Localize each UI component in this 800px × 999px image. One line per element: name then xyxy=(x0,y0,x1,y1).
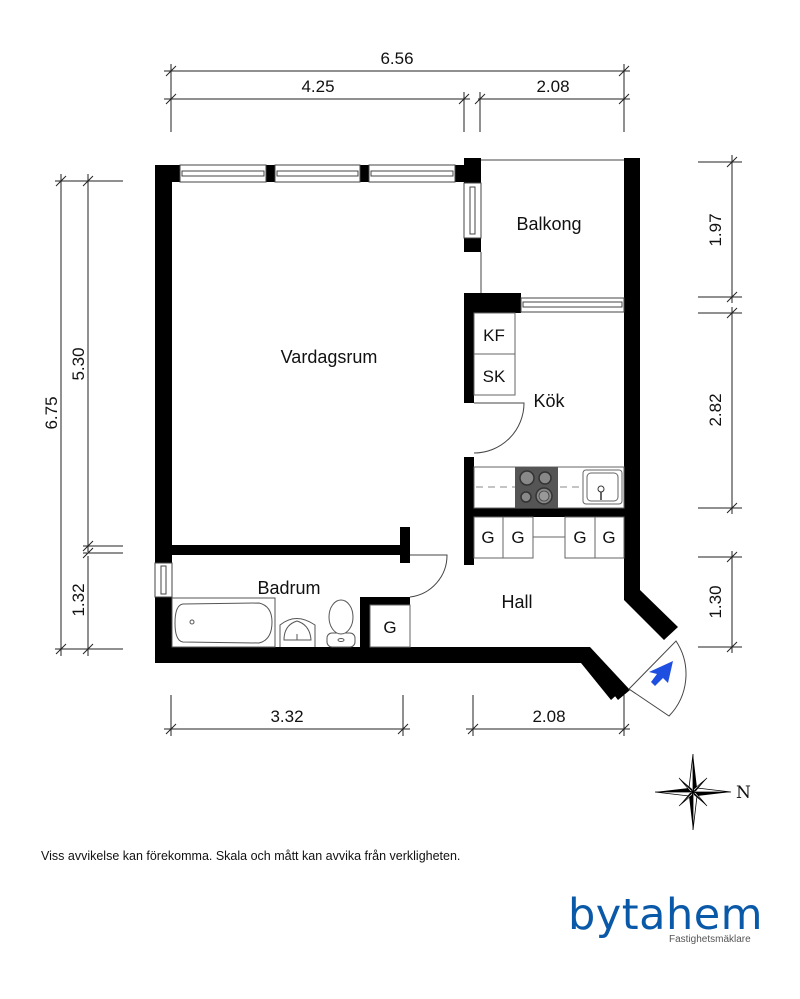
fridge-freezer xyxy=(473,312,516,355)
dim-top-total: 6.56 xyxy=(380,49,413,68)
dim-bottom-right: 2.08 xyxy=(532,707,565,726)
label-wardrobe-4: G xyxy=(602,528,615,547)
label-wardrobe-5: G xyxy=(383,618,396,637)
dim-bottom-left: 3.32 xyxy=(270,707,303,726)
room-label-living-room: Vardagsrum xyxy=(281,347,378,367)
walls xyxy=(155,158,640,663)
label-kf: KF xyxy=(483,326,505,345)
disclaimer-text: Viss avvikelse kan förekomma. Skala och … xyxy=(41,849,461,863)
dim-left-total: 6.75 xyxy=(42,396,61,429)
dim-right-middle: 2.82 xyxy=(706,393,725,426)
room-label-bathroom: Badrum xyxy=(257,578,320,598)
dimension-right xyxy=(698,155,742,653)
wardrobes xyxy=(369,516,625,648)
brand-logo: bytahem Fastighetsmäklare xyxy=(568,890,768,945)
windows xyxy=(154,164,625,598)
room-label-balcony: Balkong xyxy=(516,214,581,234)
bathroom-door xyxy=(409,554,448,598)
compass-north-label: N xyxy=(736,783,751,803)
wall-angled-bottom-2 xyxy=(577,647,630,700)
dimension-left xyxy=(55,174,123,656)
label-wardrobe-2: G xyxy=(511,528,524,547)
dimension-top xyxy=(164,64,630,132)
faucet-icon xyxy=(597,485,605,500)
dim-top-left: 4.25 xyxy=(301,77,334,96)
balcony-outline xyxy=(480,159,624,293)
dim-top-right: 2.08 xyxy=(536,77,569,96)
dim-left-lower: 1.32 xyxy=(69,583,88,616)
wall-angled-right xyxy=(624,580,678,640)
dimension-bottom xyxy=(164,695,630,736)
kitchen-door xyxy=(473,402,525,454)
label-sk: SK xyxy=(483,367,506,386)
logo-tagline: Fastighetsmäklare xyxy=(669,934,751,945)
room-label-hall: Hall xyxy=(501,592,532,612)
label-wardrobe-1: G xyxy=(481,528,494,547)
dim-right-upper: 1.97 xyxy=(706,213,725,246)
room-label-kitchen: Kök xyxy=(533,391,565,411)
bathroom-fixtures xyxy=(171,597,356,648)
dim-right-lower: 1.30 xyxy=(706,585,725,618)
dim-left-upper: 5.30 xyxy=(69,347,88,380)
compass-icon xyxy=(654,753,732,831)
logo-wordmark: bytahem xyxy=(568,890,764,940)
label-wardrobe-3: G xyxy=(573,528,586,547)
cabinet-sk xyxy=(473,353,516,396)
doors xyxy=(409,402,687,717)
entrance-door xyxy=(628,640,687,717)
stove-icon xyxy=(515,467,558,508)
entrance-arrow-icon xyxy=(649,661,673,686)
